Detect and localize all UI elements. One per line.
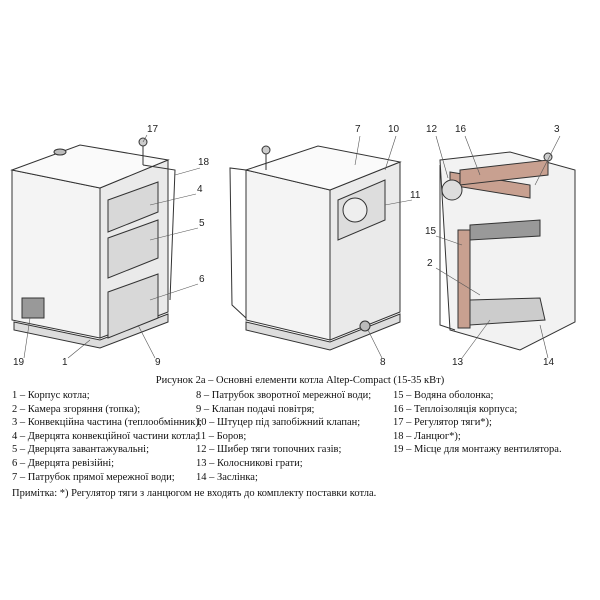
callout-15: 15 xyxy=(425,226,437,237)
callout-4: 4 xyxy=(197,184,203,195)
legend-column-1: 1 – Корпус котла; 2 – Камера згоряння (т… xyxy=(12,389,202,484)
callout-10: 10 xyxy=(388,124,400,135)
legend-item: 4 – Дверцята конвекційної частини котла; xyxy=(12,430,199,442)
callout-14: 14 xyxy=(543,357,555,368)
callout-7: 7 xyxy=(355,124,361,135)
boiler-drawings xyxy=(10,134,576,359)
legend-item: 1 – Корпус котла; xyxy=(12,390,90,401)
footnote: Примітка: *) Регулятор тяги з ланцюгом н… xyxy=(12,488,377,499)
legend-item: 16 – Теплоізоляція корпуса; xyxy=(393,403,518,415)
legend-item: 8 – Патрубок зворотної мережної води; xyxy=(196,390,372,401)
callout-1: 1 xyxy=(62,357,68,368)
legend-column-2: 8 – Патрубок зворотної мережної води; 9 … xyxy=(196,389,371,484)
legend-item: 13 – Колосникові грати; xyxy=(196,457,303,469)
legend-item: 19 – Місце для монтажу вентилятора. xyxy=(393,444,562,456)
legend-item: 5 – Дверцята завантажувальні; xyxy=(12,444,150,456)
legend-item: 9 – Клапан подачі повітря; xyxy=(196,403,315,415)
callout-2: 2 xyxy=(427,258,433,269)
callout-5: 5 xyxy=(199,218,205,229)
leader-lines xyxy=(23,134,561,359)
callout-18: 18 xyxy=(198,157,210,168)
boiler-rear-view xyxy=(229,145,402,351)
callout-17: 17 xyxy=(147,124,159,135)
figure-caption: Рисунок 2а – Основні елементи котла Alte… xyxy=(155,375,445,386)
boiler-front-view xyxy=(10,137,176,349)
callout-11: 11 xyxy=(410,190,421,201)
legend-item: 14 – Заслінка; xyxy=(196,471,258,483)
legend-item: 18 – Ланцюг*); xyxy=(393,430,461,442)
legend-item: 17 – Регулятор тяги*); xyxy=(393,417,492,429)
callout-12: 12 xyxy=(426,124,438,135)
legend-item: 10 – Штуцер під запобіжний клапан; xyxy=(196,417,361,429)
callout-8: 8 xyxy=(380,357,386,368)
legend-column-3: 15 – Водяна оболонка; 16 – Теплоізоляція… xyxy=(393,389,562,457)
legend-item: 15 – Водяна оболонка; xyxy=(393,390,494,401)
legend-item: 7 – Патрубок прямої мережної води; xyxy=(12,471,175,483)
callout-16: 16 xyxy=(455,124,467,135)
callout-3: 3 xyxy=(554,124,560,135)
legend-item: 2 – Камера згоряння (топка); xyxy=(12,403,141,415)
callout-9: 9 xyxy=(155,357,161,368)
legend-item: 3 – Конвекційна частина (теплообмінник); xyxy=(12,417,202,429)
legend-item: 12 – Шибер тяги топочних газів; xyxy=(196,444,342,456)
callout-6: 6 xyxy=(199,274,205,285)
boiler-section-view xyxy=(439,151,576,351)
legend-item: 11 – Боров; xyxy=(196,430,247,442)
legend-item: 6 – Дверцята ревізійні; xyxy=(12,457,115,469)
callout-13: 13 xyxy=(452,357,464,368)
callout-19: 19 xyxy=(13,357,25,368)
